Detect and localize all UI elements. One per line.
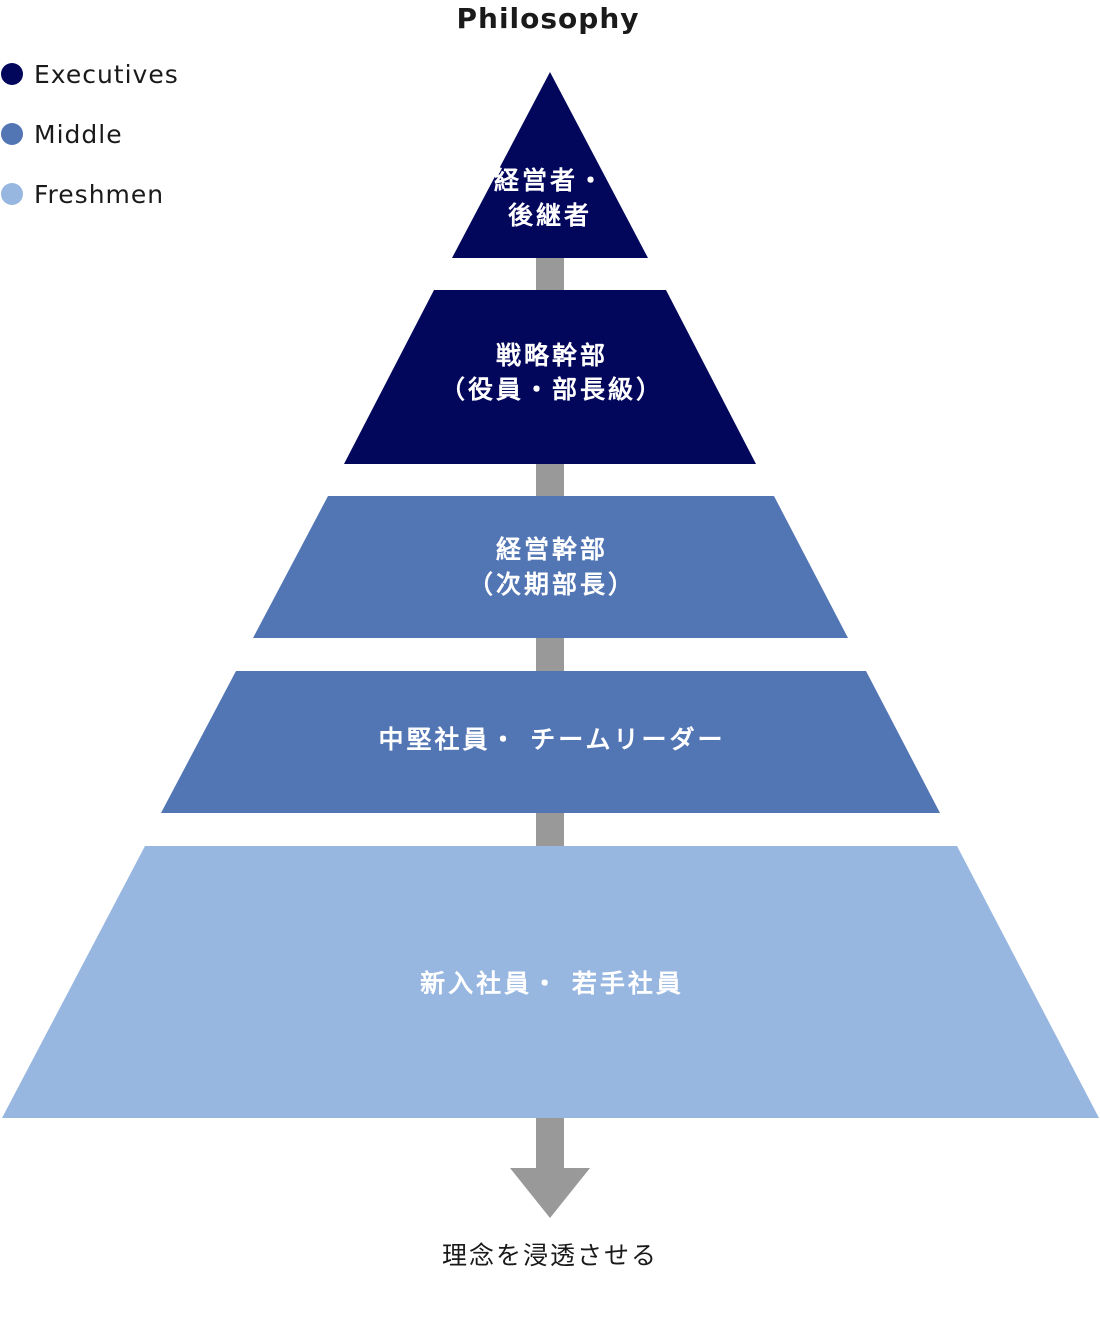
tier-label-line: 中堅社員・ チームリーダー	[379, 725, 726, 754]
tier-label-line: 後継者	[508, 201, 592, 230]
tier-label-line: 経営者・	[494, 166, 606, 195]
diagram-title: Philosophy	[456, 2, 639, 35]
tier-shape	[344, 290, 756, 464]
tier-shape	[161, 671, 940, 813]
arrow-caption: 理念を浸透させる	[442, 1241, 658, 1270]
legend-label: Freshmen	[34, 180, 164, 209]
legend-item-middle: Middle	[1, 120, 123, 149]
legend: Executives Middle Freshmen	[1, 60, 179, 209]
legend-dot-icon	[1, 123, 23, 145]
legend-label: Middle	[34, 120, 123, 149]
tier-shape	[452, 72, 648, 258]
tier-shape	[2, 846, 1099, 1118]
tier-label-line: （役員・部長級）	[440, 375, 664, 404]
tier-management-executives: 経営幹部 （次期部長）	[253, 496, 848, 638]
legend-dot-icon	[1, 183, 23, 205]
tier-strategic-executives: 戦略幹部 （役員・部長級）	[344, 290, 756, 464]
legend-item-freshmen: Freshmen	[1, 180, 164, 209]
tier-label-line: 新入社員・ 若手社員	[420, 969, 684, 998]
tier-new-young-employees: 新入社員・ 若手社員	[2, 846, 1099, 1118]
arrow-head	[510, 1168, 590, 1218]
tier-executive-successor: 経営者・ 後継者	[452, 72, 648, 258]
legend-item-executives: Executives	[1, 60, 179, 89]
legend-label: Executives	[34, 60, 179, 89]
tier-mid-level-team-leaders: 中堅社員・ チームリーダー	[161, 671, 940, 813]
tier-shape	[253, 496, 848, 638]
tier-label-line: 戦略幹部	[496, 341, 608, 370]
tier-label-line: 経営幹部	[496, 535, 608, 564]
legend-dot-icon	[1, 63, 23, 85]
tier-label-line: （次期部長）	[468, 570, 636, 599]
